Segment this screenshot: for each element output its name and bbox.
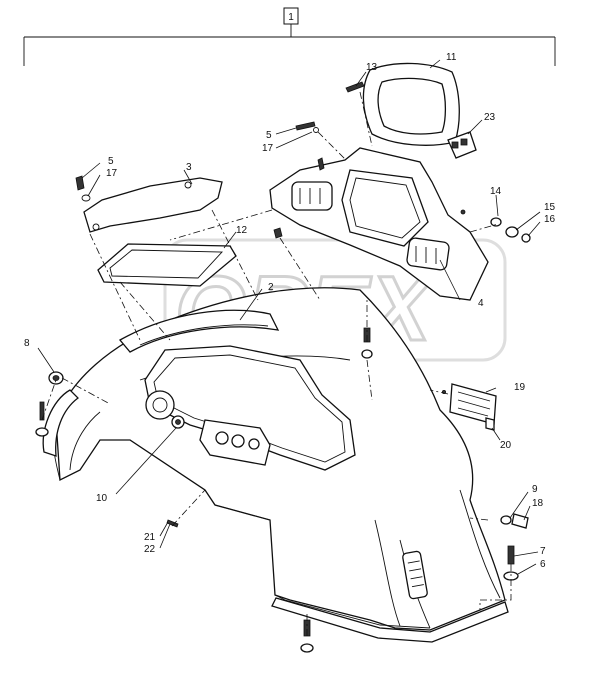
callout-4: 4	[478, 298, 484, 309]
dash-panel	[118, 309, 280, 353]
callout-labels: 2 3 4 5 5 6 7 8 9 10 11 12 13 14 15 16 1…	[24, 52, 556, 570]
callout-11: 11	[446, 52, 457, 63]
callout-5-upper: 5	[266, 130, 272, 141]
assembly-lines	[41, 91, 512, 636]
callout-21: 21	[144, 532, 156, 543]
callout-12: 12	[236, 225, 248, 236]
callout-leaders	[37, 59, 541, 575]
callout-18: 18	[532, 498, 544, 509]
callout-23: 23	[484, 112, 496, 123]
access-cover	[83, 177, 223, 233]
callout-15: 15	[544, 202, 556, 213]
callout-17-upper: 17	[262, 143, 274, 154]
switch-module	[447, 131, 477, 159]
callout-13: 13	[366, 62, 378, 73]
assembly-number: 1	[288, 12, 294, 23]
mounting-bracket	[441, 383, 497, 431]
callout-22: 22	[144, 544, 156, 555]
callout-3: 3	[186, 162, 192, 173]
control-knob	[171, 415, 185, 429]
callout-10: 10	[96, 493, 108, 504]
gasket-seal	[97, 243, 237, 287]
callout-6: 6	[540, 559, 546, 570]
fasteners	[35, 81, 531, 653]
main-dashboard-housing	[42, 287, 509, 643]
callout-17-left: 17	[106, 168, 118, 179]
callout-7: 7	[540, 546, 546, 557]
display-bezel	[362, 62, 460, 146]
callout-2: 2	[268, 282, 274, 293]
callout-19: 19	[514, 382, 526, 393]
callout-9: 9	[532, 484, 538, 495]
assembly-bracket: 1	[23, 7, 556, 66]
callout-16: 16	[544, 214, 556, 225]
callout-8: 8	[24, 338, 30, 349]
grommet	[48, 371, 64, 385]
callout-5-left: 5	[108, 156, 114, 167]
upper-cluster-housing	[269, 147, 489, 301]
callout-20: 20	[500, 440, 512, 451]
callout-14: 14	[490, 186, 502, 197]
